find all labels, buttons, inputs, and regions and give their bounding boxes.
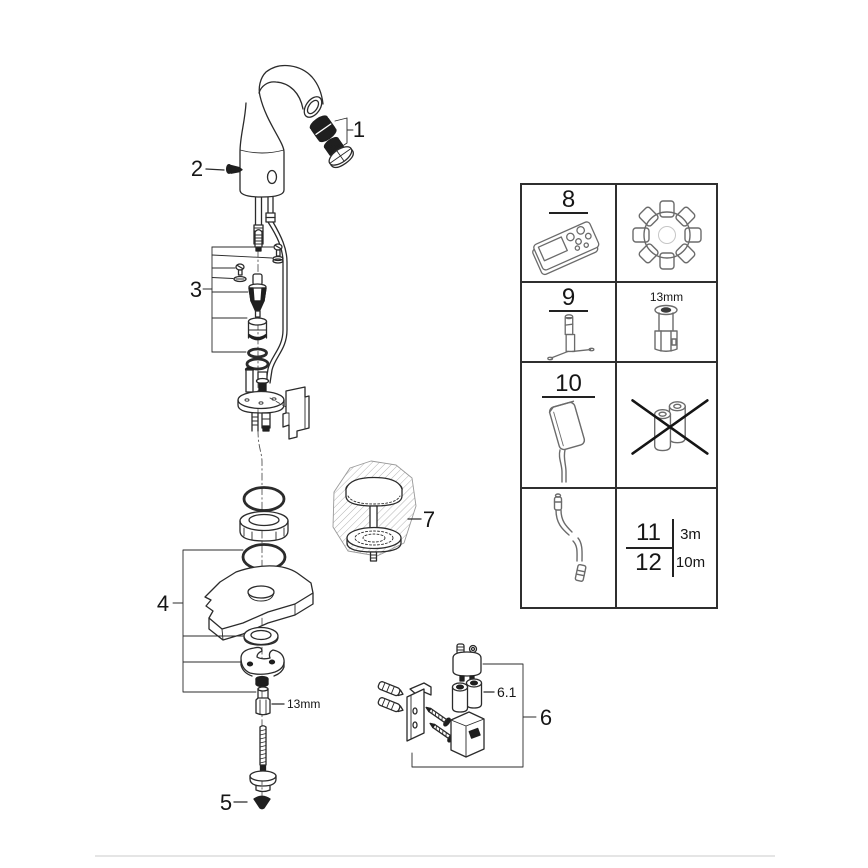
socket-wrench-icon [654,304,678,352]
wall-anchor-drawing [377,697,404,713]
lock-nut-drawing [255,675,269,688]
battery-housing-drawing [450,711,485,758]
mounting-tool-icon [547,314,595,361]
aerator-assembly-drawing: 1 [309,115,365,169]
callout-3-label: 3 [190,277,202,302]
fixing-screw-drawing: 2 [191,156,243,181]
callout-6-1-label: 6.1 [497,684,517,700]
panel-cell-cable-lengths: 11 3m 12 10m [617,489,716,607]
remote-control-icon [532,221,600,276]
panel-cell-gear [617,185,716,283]
cable-length-table: 11 3m 12 10m [625,519,708,577]
panel-cell-mounting-tool: 9 [522,283,617,363]
mounting-screw-drawing [425,706,451,727]
part-number-10: 10 [542,371,595,399]
cable-length-3m: 3m [671,519,708,549]
sensor-window [266,169,278,185]
footer-divider [95,855,775,857]
part-number-8: 8 [548,187,589,215]
rod-foot-drawing [249,765,277,793]
accessories-panel: 8 [520,183,718,609]
socket-size-label: 13mm [649,290,684,304]
part-number-11: 11 [625,519,672,549]
panel-cell-socket-13mm: 13mm [617,283,716,363]
callout-bracket-1 [334,117,354,146]
extension-cable-icon [553,493,587,582]
drain-plug-drawing: 7 [332,460,435,562]
gear-icon [632,200,702,270]
part-number-12: 12 [635,549,662,576]
callout-bracket-4 [172,549,257,693]
hex-size-label: 13mm [287,697,320,711]
cone-plug-drawing: 5 [220,790,271,815]
panel-cell-no-battery [617,363,716,489]
part-number-9: 9 [548,285,589,313]
escutcheon-ring-drawing [239,510,289,542]
solenoid-valve-assembly-drawing: 3 [190,229,310,440]
battery-drawing: 6.1 [451,678,517,713]
callout-5-label: 5 [220,790,232,815]
power-box-assembly-drawing: 6.1 6 [377,643,552,768]
callout-6-label: 6 [540,705,552,730]
panel-cell-power-supply: 10 [522,363,617,489]
power-supply-icon [548,400,586,483]
battery-cap-drawing [452,643,482,682]
callout-bracket-6 [411,663,537,768]
callout-7-label: 7 [423,507,435,532]
faucet-body-drawing [239,64,324,198]
battery-pack-crossed-icon [631,399,709,455]
washer-drawing [243,626,279,646]
callout-1-label: 1 [353,117,365,142]
callout-4-label: 4 [157,591,169,616]
cable-length-10m: 10m [671,549,708,577]
horseshoe-clamp-drawing [240,646,285,677]
panel-cell-cable [522,489,617,607]
wall-plate-drawing [406,682,432,742]
wall-anchor-drawing [377,681,404,697]
threaded-rod-drawing [259,725,267,766]
callout-2-label: 2 [191,156,203,181]
panel-cell-remote: 8 [522,185,617,283]
callout-bracket-3 [202,246,274,353]
hex-sleeve-13mm-drawing: 13mm [255,686,320,716]
mounting-kit-drawing: 13mm 4 [157,486,320,793]
